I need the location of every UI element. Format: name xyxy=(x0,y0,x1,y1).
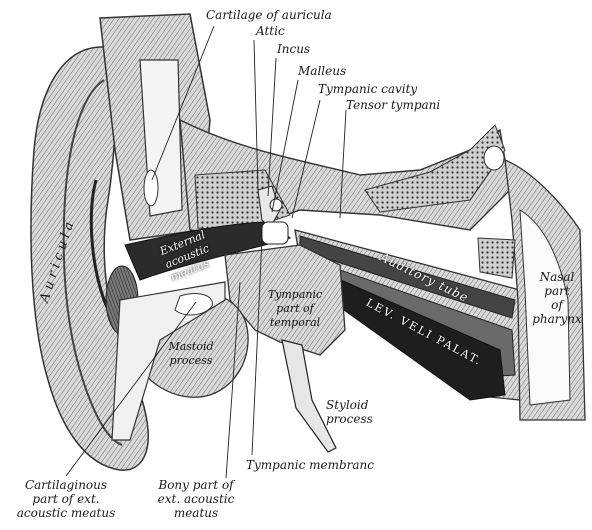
leader-lines xyxy=(65,25,347,479)
label-styloid-process: Styloid process xyxy=(326,398,373,426)
auditory-tube-region xyxy=(294,229,531,401)
leader-tympanic-cavity xyxy=(291,99,321,219)
label-mastoid-process: Mastoid process xyxy=(168,340,214,367)
tympanic-mastoid-region xyxy=(111,244,346,441)
label-cartilage-of-auricula: Cartilage of auricula xyxy=(206,8,332,22)
leader-bony-part xyxy=(225,281,241,479)
temporal-bone-block xyxy=(99,13,211,241)
external-acoustic-meatus-canal xyxy=(124,221,292,281)
label-attic: Attic xyxy=(256,24,285,38)
leader-incus xyxy=(267,57,277,197)
styloid-process-shape xyxy=(281,339,337,453)
label-bony-part: Bony part of ext. acoustic meatus xyxy=(157,478,235,520)
petrous-region xyxy=(179,118,511,236)
leader-tensor-tympani xyxy=(339,109,347,219)
leader-cartilaginous-part xyxy=(65,301,197,477)
label-tensor-tympani: Tensor tympani xyxy=(346,98,441,112)
pharynx-region xyxy=(477,158,586,421)
leader-cartilage-auricula xyxy=(151,25,215,181)
label-incus: Incus xyxy=(277,42,311,56)
label-tympanic-membrane: Tympanic membranc xyxy=(246,458,374,472)
label-tympanic-part-of-temporal: Tympanic part of temporal xyxy=(267,288,323,329)
label-cartilaginous-part: Cartilaginous part of ext. acoustic meat… xyxy=(16,478,116,520)
label-malleus: Malleus xyxy=(298,64,347,78)
leader-malleus xyxy=(271,79,299,213)
leader-tympanic-membrane xyxy=(251,237,263,456)
leader-attic xyxy=(253,39,259,191)
label-tympanic-cavity: Tympanic cavity xyxy=(318,82,418,96)
label-nasal-part-of-pharynx: Nasal part of pharynx xyxy=(532,270,582,326)
